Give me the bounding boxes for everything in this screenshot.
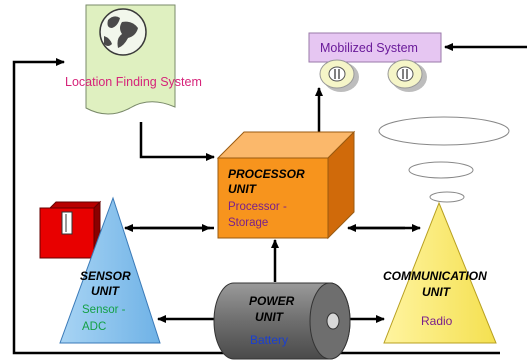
globe-icon [99,8,147,56]
sensor-title-2: UNIT [91,284,121,298]
sensor-unit: SENSOR UNIT Sensor - ADC [59,196,161,344]
communication-title-2: UNIT [422,285,452,299]
location-finding-system: Location Finding System [65,4,202,115]
processor-unit: PROCESSOR UNIT Processor - Storage [216,130,356,240]
arrow-location-to-processor [139,122,215,161]
power-title-1: POWER [249,294,295,308]
mobilized-box [308,32,442,63]
sensor-triangle [59,196,161,344]
radio-wave-small [429,191,465,203]
sensor-sub-1: Sensor - [82,304,126,316]
wheel-right-icon [387,59,427,92]
battery-terminal-icon [326,312,340,330]
power-sub: Battery [250,333,288,347]
radio-wave-large [378,116,510,146]
communication-triangle [383,201,497,344]
wheel-left-icon [319,59,359,92]
communication-sub: Radio [421,314,453,328]
radio-wave-medium [408,161,474,179]
mobilized-label: Mobilized System [320,41,418,55]
communication-unit: COMMUNICATION UNIT Radio [383,201,497,344]
processor-sub-1: Processor - [228,201,287,213]
processor-title-2: UNIT [228,182,258,196]
radio-waves [378,116,510,203]
sensor-chip-icon [39,200,102,260]
sensor-title-1: SENSOR [80,269,131,283]
processor-front-face [217,157,329,239]
sensor-sub-2: ADC [82,321,106,333]
processor-sub-2: Storage [228,217,268,229]
communication-title-1: COMMUNICATION [383,269,487,283]
power-unit: POWER UNIT Battery [213,282,351,360]
location-label: Location Finding System [65,75,202,89]
processor-title-1: PROCESSOR [228,167,305,181]
mobilized-system: Mobilized System [308,32,442,92]
power-title-2: UNIT [255,310,285,324]
